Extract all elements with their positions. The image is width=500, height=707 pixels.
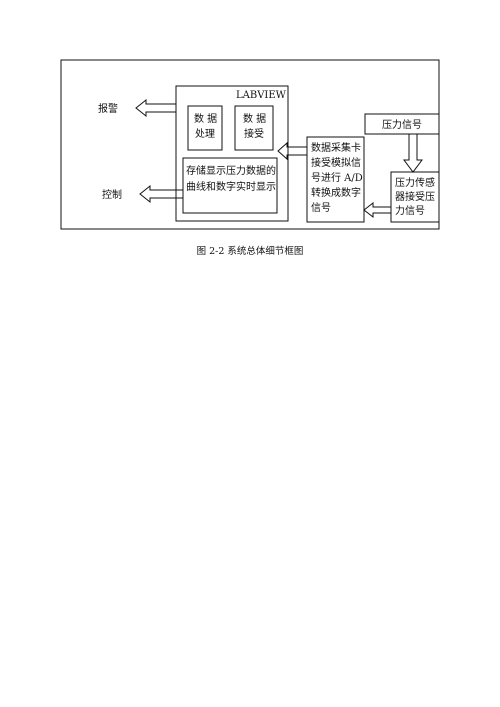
data-processing-box: [187, 105, 223, 151]
pressure-sensor-box: [390, 171, 440, 223]
daq-card-box: [306, 136, 365, 223]
system-block-diagram: 报警 控制 LABVIEW 数 据 处理 数 据 接受 存储显示压力数据的 曲线…: [60, 59, 440, 230]
labview-box: [175, 85, 289, 222]
pressure-sensor-label-2: 器接受压: [395, 190, 435, 203]
control-arrow: [139, 184, 184, 204]
pressure-sensor-label-3: 力信号: [395, 204, 425, 217]
storage-display-label-1: 存储显示压力数据的: [186, 164, 276, 177]
storage-display-box: [182, 157, 278, 214]
labview-label: LABVIEW: [236, 90, 287, 101]
data-processing-label-2: 处理: [195, 128, 215, 140]
alarm-arrow: [135, 98, 177, 118]
figure-caption: 图 2-2 系统总体细节框图: [196, 246, 304, 257]
daq-card-label-5: 信号: [311, 202, 331, 214]
data-receive-label-1: 数 据: [243, 112, 266, 125]
outer-frame: [60, 59, 440, 230]
data-processing-label-1: 数 据: [194, 112, 217, 125]
pressure-signal-label: 压力信号: [382, 118, 422, 131]
data-receive-box: [234, 105, 274, 151]
signal-to-sensor-arrow: [403, 133, 423, 173]
daq-card-label-4: 转换成数字: [311, 186, 361, 199]
data-receive-label-2: 接受: [244, 127, 264, 140]
daq-card-label-3: 号进行 A/D: [311, 171, 363, 184]
control-label: 控制: [102, 188, 122, 201]
storage-display-label-2: 曲线和数字实时显示: [186, 180, 276, 193]
daq-card-label-2: 接受模拟信: [311, 156, 361, 169]
daq-to-labview-arrow: [277, 141, 308, 161]
pressure-signal-box: [364, 113, 440, 135]
alarm-label: 报警: [98, 102, 118, 115]
pressure-sensor-label-1: 压力传感: [395, 176, 435, 189]
daq-card-label-1: 数据采集卡: [311, 141, 361, 154]
sensor-to-daq-arrow: [363, 201, 392, 219]
